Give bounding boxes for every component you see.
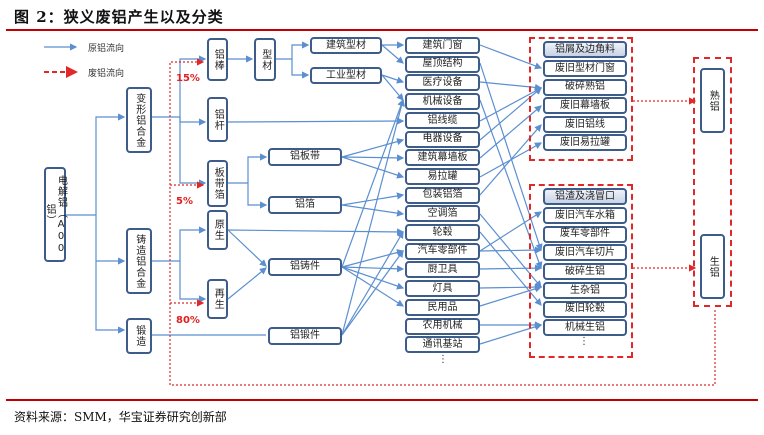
scrap-group-cast: [529, 184, 633, 358]
output-group: [693, 57, 732, 307]
product-item: 铝线缆: [405, 111, 480, 129]
node-recycled: 再生: [207, 279, 228, 319]
node-wrought-scrap: 熟铝: [700, 68, 725, 133]
edge: [66, 113, 126, 216]
product-item: 易拉罐: [405, 167, 480, 185]
edge: [152, 226, 207, 262]
node-foil: 铝箔: [268, 196, 342, 214]
product-item: 厨卫具: [405, 261, 480, 279]
scrap-cast-header: 铝渣及浇冒口: [543, 188, 627, 205]
source-note: 资料来源：SMM，华宝证券研究创新部: [14, 410, 227, 424]
product-item: 医疗设备: [405, 74, 480, 92]
scrap-wrought-item: 废旧型材门窗: [543, 60, 627, 77]
node-wrought-alloy: 变形铝合金: [126, 87, 152, 153]
node-sheet: 板带箔: [207, 160, 228, 207]
pct-5: 5%: [176, 196, 193, 207]
edge: [227, 228, 405, 236]
scrap-edge: [169, 58, 716, 386]
node-forging: 锻造: [126, 318, 152, 354]
node-cast-scrap: 生铝: [700, 234, 725, 299]
node-industrial-profile: 工业型材: [310, 67, 382, 84]
edge: [179, 117, 207, 126]
edge: [179, 261, 207, 303]
scrap-wrought-header: 铝屑及边角料: [543, 41, 627, 58]
product-item: 民用品: [405, 298, 480, 316]
edge: [291, 59, 310, 79]
product-item: 包装铝箔: [405, 186, 480, 204]
product-item: 农用机械: [405, 317, 480, 335]
edge: [227, 267, 267, 300]
product-item: 汽车零部件: [405, 242, 480, 260]
node-bar: 铝棒: [207, 38, 228, 81]
node-source: 电解铝（A00铝）: [44, 167, 67, 262]
figure-title: 图 2：狭义废铝产生以及分类: [14, 8, 224, 26]
scrap-cast-item: 废车零部件: [543, 225, 627, 243]
scrap-cast-item: 废旧轮毂: [543, 300, 627, 318]
scrap-wrought-item: 废旧铝线: [543, 115, 627, 133]
pct-15: 15%: [176, 73, 200, 84]
node-rod: 铝杆: [207, 97, 228, 142]
scrap-cast-item: 废旧汽车切片: [543, 244, 627, 262]
edge: [95, 261, 126, 334]
edge: [152, 55, 207, 118]
top-rule: [6, 29, 758, 31]
node-building-profile: 建筑型材: [310, 37, 382, 54]
product-item: 建筑门窗: [405, 37, 480, 54]
product-item: 灯具: [405, 280, 480, 298]
product-item: 机械设备: [405, 93, 480, 111]
scrap-wrought-item: 废旧幕墙板: [543, 97, 627, 115]
node-forging-part: 铝锻件: [268, 327, 342, 345]
scrap-wrought-item: 废旧易拉罐: [543, 134, 627, 152]
edge: [179, 117, 207, 187]
node-casting: 铝铸件: [268, 258, 342, 276]
scrap-cast-item: 生杂铝: [543, 281, 627, 299]
scrap-group-wrought: [529, 37, 633, 161]
product-item: 通讯基站: [405, 336, 480, 354]
product-item: 空调箔: [405, 205, 480, 223]
product-item: 轮毂: [405, 224, 480, 241]
scrap-cast-item: 废旧汽车水箱: [543, 207, 627, 224]
bottom-rule: [6, 399, 758, 401]
product-item: 屋顶结构: [405, 55, 480, 73]
legend-scrap-label: 废铝流向: [88, 69, 125, 79]
edge: [276, 41, 310, 60]
node-cast-alloy: 铸造铝合金: [126, 228, 152, 294]
edge: [95, 215, 126, 265]
product-item: 建筑幕墙板: [405, 149, 480, 167]
node-plate: 铝板带: [268, 148, 342, 166]
edge: [227, 117, 405, 125]
node-profile: 型材: [254, 38, 276, 81]
edge: [227, 229, 267, 267]
scrap-cast-item: 机械生铝: [543, 319, 627, 337]
scrap-wrought-item: 破碎熟铝: [543, 78, 627, 96]
legend-raw-label: 原铝流向: [88, 44, 125, 54]
scrap-cast-item: 破碎生铝: [543, 263, 627, 281]
node-primary: 原生: [207, 210, 228, 250]
edge: [247, 183, 268, 209]
edge: [228, 153, 268, 184]
pct-80: 80%: [176, 315, 200, 326]
products-ellipsis: ⋮: [438, 354, 448, 365]
scrap-cast-ellipsis: ⋮: [579, 336, 589, 347]
product-item: 电器设备: [405, 130, 480, 148]
